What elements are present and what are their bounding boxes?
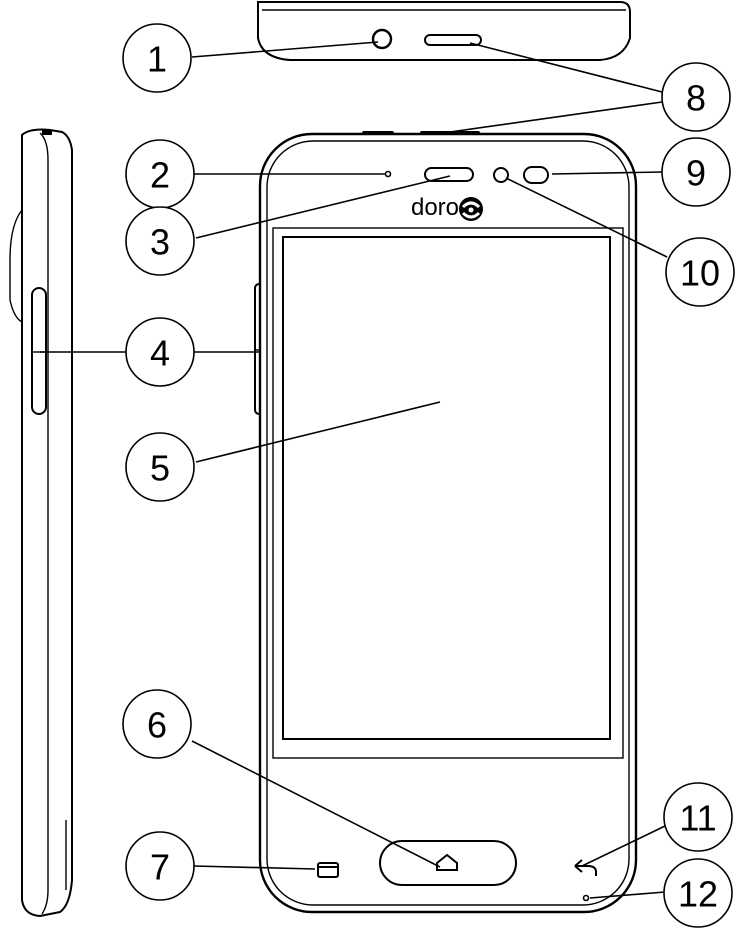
top-microphone-slot-icon bbox=[424, 34, 482, 46]
callout-12-label: 12 bbox=[678, 874, 718, 915]
callout-4-label: 4 bbox=[150, 333, 170, 374]
callout-6: 6 bbox=[122, 689, 192, 759]
callout-6-label: 6 bbox=[147, 705, 167, 746]
callout-7: 7 bbox=[125, 831, 195, 901]
callout-11-label: 11 bbox=[679, 798, 716, 839]
callout-1-label: 1 bbox=[147, 39, 167, 80]
earpiece-icon bbox=[424, 167, 474, 182]
callout-8-label: 8 bbox=[686, 78, 706, 119]
bottom-microphone-hole-icon bbox=[582, 894, 590, 902]
back-key-icon bbox=[574, 859, 597, 876]
callout-9-label: 9 bbox=[686, 153, 706, 194]
callout-10-label: 10 bbox=[680, 253, 720, 294]
home-key-icon bbox=[379, 840, 517, 886]
callout-3-label: 3 bbox=[150, 222, 170, 263]
proximity-sensor-icon bbox=[523, 166, 549, 184]
brand-logo-icon bbox=[459, 197, 483, 221]
recent-apps-key-icon bbox=[317, 862, 339, 878]
callout-1: 1 bbox=[122, 23, 192, 93]
home-house-icon bbox=[436, 853, 458, 871]
callout-5: 5 bbox=[125, 432, 195, 502]
callout-2-label: 2 bbox=[150, 155, 170, 196]
headphone-jack-icon bbox=[371, 28, 393, 50]
brand-logo-text: doro bbox=[411, 194, 459, 221]
callout-7-label: 7 bbox=[150, 847, 170, 888]
phone-front-view: doro bbox=[254, 131, 638, 914]
touchscreen bbox=[282, 236, 611, 740]
callout-4: 4 bbox=[125, 317, 195, 387]
callout-12: 12 bbox=[663, 858, 733, 928]
callout-2: 2 bbox=[125, 139, 195, 209]
callout-9: 9 bbox=[661, 137, 731, 207]
front-camera-icon bbox=[493, 167, 509, 183]
callout-5-label: 5 bbox=[150, 448, 170, 489]
callout-10: 10 bbox=[665, 237, 735, 307]
phone-side-view bbox=[9, 128, 73, 918]
callout-8: 8 bbox=[661, 62, 731, 132]
callout-11: 11 bbox=[663, 782, 733, 852]
phone-top-view bbox=[257, 1, 631, 61]
callout-3: 3 bbox=[125, 206, 195, 276]
